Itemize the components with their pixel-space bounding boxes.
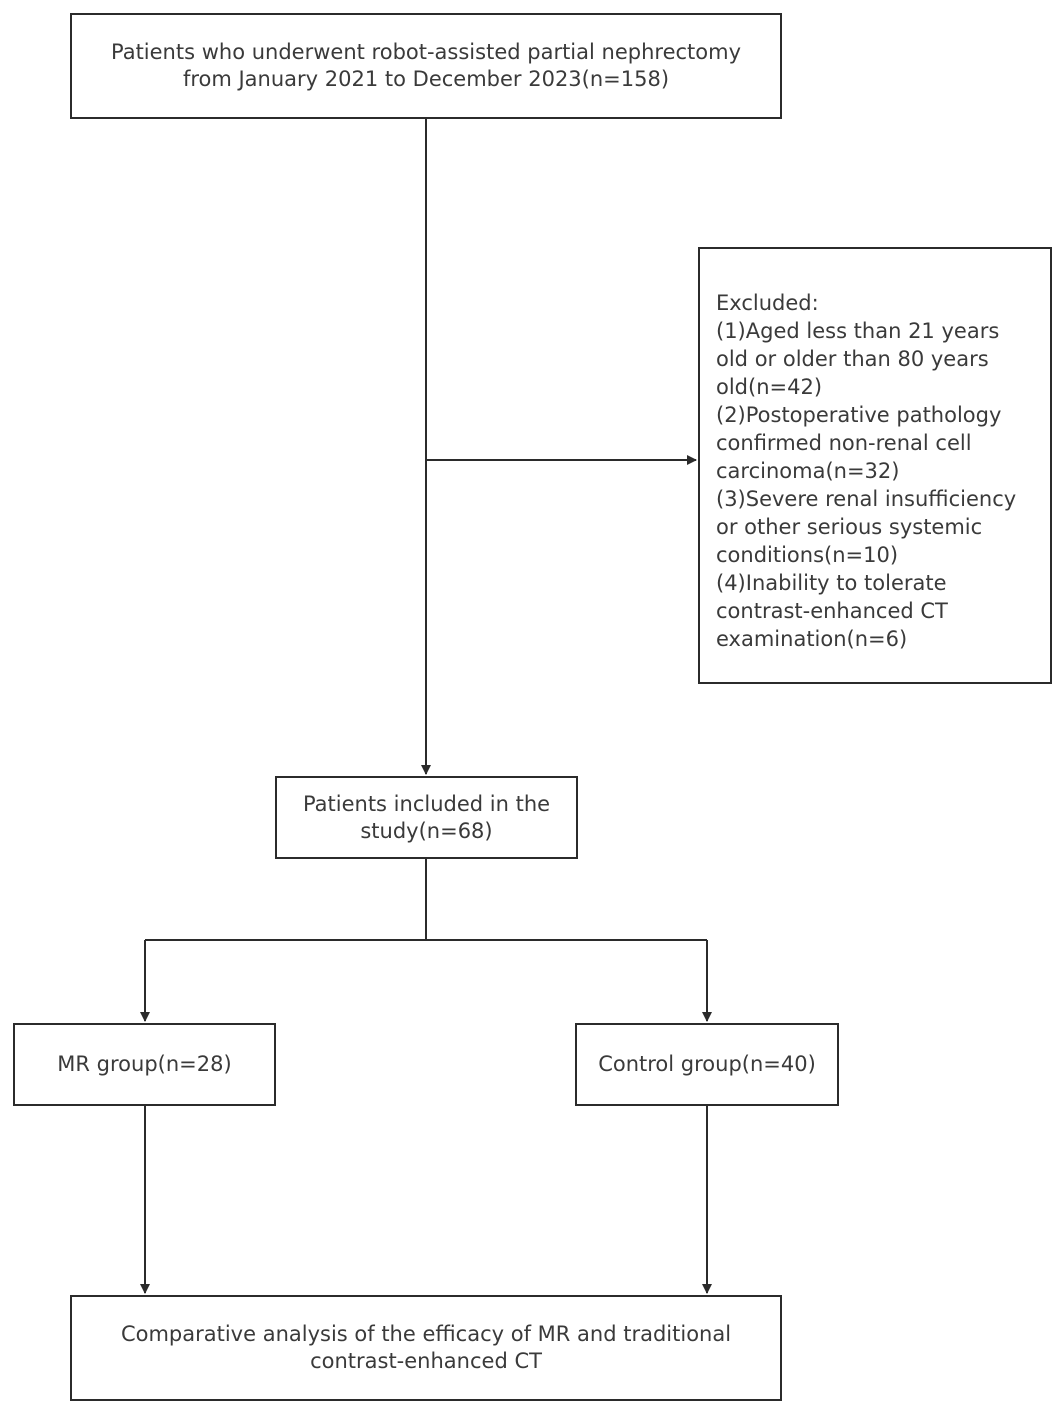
control-group-box: Control group(n=40) — [575, 1023, 839, 1106]
final-box-text: Comparative analysis of the efficacy of … — [120, 1322, 732, 1373]
included-box: Patients included in the study(n=68) — [275, 776, 578, 859]
excluded-box-text: Excluded: (1)Aged less than 21 years old… — [716, 291, 1017, 651]
excluded-box: Excluded: (1)Aged less than 21 years old… — [698, 247, 1052, 684]
mr-group-box: MR group(n=28) — [13, 1023, 276, 1106]
start-box: Patients who underwent robot-assisted pa… — [70, 13, 782, 119]
included-box-text: Patients included in the study(n=68) — [302, 791, 551, 843]
start-box-text: Patients who underwent robot-assisted pa… — [110, 40, 741, 91]
control-group-box-text: Control group(n=40) — [598, 1052, 816, 1076]
mr-group-box-text: MR group(n=28) — [57, 1052, 232, 1076]
final-box: Comparative analysis of the efficacy of … — [70, 1295, 782, 1401]
